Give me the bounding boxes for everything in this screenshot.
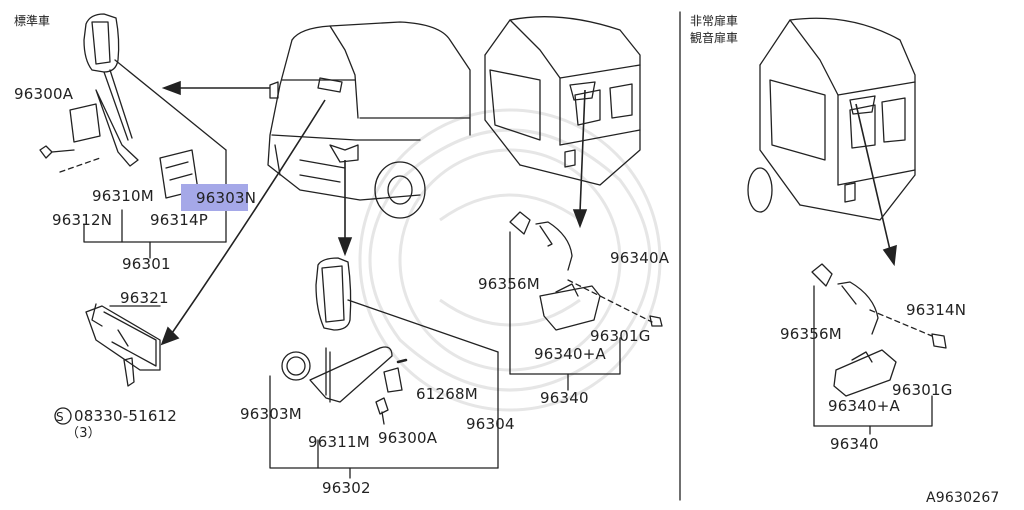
heading-standard-vehicle: 標準車 (14, 14, 51, 28)
part-label[interactable]: 96314P (150, 211, 208, 229)
van-front-illustration (268, 22, 470, 218)
room-mirror-assembly-b (812, 264, 946, 426)
part-label[interactable]: 96356M (478, 275, 540, 293)
part-label[interactable]: 96302 (322, 479, 371, 497)
part-label[interactable]: 96321 (120, 289, 169, 307)
under-mirror-assembly (86, 304, 160, 386)
part-label[interactable]: 96300A (378, 429, 438, 447)
highlight-96303N[interactable] (181, 184, 248, 211)
part-label[interactable]: 96340+A (534, 345, 606, 363)
part-label[interactable]: 96301 (122, 255, 171, 273)
part-label[interactable]: 96312N (52, 211, 113, 229)
part-label[interactable]: 96310M (92, 187, 154, 205)
part-label[interactable]: 96301G (892, 381, 953, 399)
diagram-code: A9630267 (926, 490, 1000, 506)
part-label[interactable]: 08330-51612 (74, 407, 178, 425)
van-rear-illustration (485, 17, 640, 185)
front-mirror-assembly (282, 258, 498, 468)
heading-emergency-door-vehicle: 非常扉車 (690, 14, 739, 28)
part-label[interactable]: 96340 (540, 389, 589, 407)
part-label[interactable]: 96340+A (828, 397, 900, 415)
quantity-label: （3） (66, 426, 101, 441)
part-label[interactable]: 96303M (240, 405, 302, 423)
part-label[interactable]: 96301G (590, 327, 651, 345)
part-label[interactable]: 96311M (308, 433, 370, 451)
room-mirror-assembly-a (510, 212, 662, 374)
van-rear-illustration-b (748, 18, 915, 220)
part-label[interactable]: 96304 (466, 415, 515, 433)
part-label[interactable]: 96340A (610, 249, 670, 267)
part-label[interactable]: 96340 (830, 435, 879, 453)
part-label[interactable]: 61268M (416, 385, 478, 403)
part-label[interactable]: 96356M (780, 325, 842, 343)
part-label[interactable]: 96303N (196, 189, 257, 207)
screw-symbol-icon: S (56, 410, 64, 424)
heading-double-door-vehicle: 観音扉車 (690, 31, 739, 45)
part-label[interactable]: 96314N (906, 301, 967, 319)
part-label[interactable]: 96300A (14, 85, 74, 103)
